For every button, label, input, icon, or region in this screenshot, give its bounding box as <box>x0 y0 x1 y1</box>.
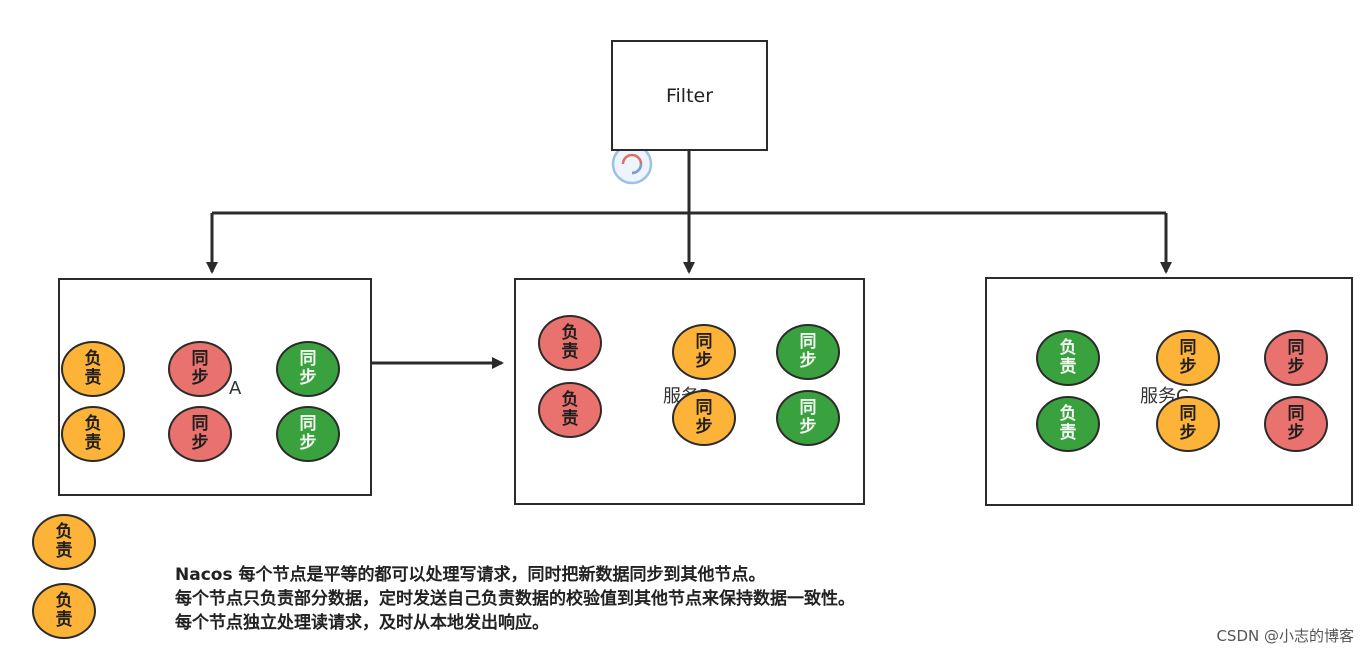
node-text: 同步 <box>191 414 209 453</box>
service-c-node-tongbu-4: 同步 <box>1264 396 1328 452</box>
filter-label: Filter <box>665 84 714 107</box>
service-c-node-tongbu-2: 同步 <box>1264 330 1328 386</box>
service-c-box <box>985 277 1353 506</box>
service-b-node-fuze-2: 负责 <box>538 382 602 438</box>
node-text: 负责 <box>1059 404 1077 443</box>
service-a-label: A <box>229 378 242 399</box>
service-c-node-tongbu-1: 同步 <box>1156 330 1220 386</box>
service-c-node-tongbu-3: 同步 <box>1156 396 1220 452</box>
description-line-1: Nacos 每个节点是平等的都可以处理写请求，同时把新数据同步到其他节点。 <box>175 565 766 585</box>
description-line-2: 每个节点只负责部分数据，定时发送自己负责数据的校验值到其他节点来保持数据一致性。 <box>175 589 855 609</box>
service-a-box <box>58 278 372 496</box>
node-text: 同步 <box>299 414 317 453</box>
description-block: Nacos 每个节点是平等的都可以处理写请求，同时把新数据同步到其他节点。 每个… <box>175 563 855 635</box>
node-text: 负责 <box>84 349 102 388</box>
service-a-node-fuze-1: 负责 <box>61 341 125 397</box>
service-b-box <box>514 278 865 505</box>
filter-node: Filter <box>611 40 768 151</box>
node-text: 同步 <box>799 398 817 437</box>
service-b-node-tongbu-1: 同步 <box>672 324 736 380</box>
node-text: 同步 <box>191 349 209 388</box>
node-text: 同步 <box>299 349 317 388</box>
description-line-3: 每个节点独立处理读请求，及时从本地发出响应。 <box>175 613 549 633</box>
service-b-node-tongbu-2: 同步 <box>776 324 840 380</box>
service-c-node-fuze-2: 负责 <box>1036 396 1100 452</box>
service-b-node-fuze-1: 负责 <box>538 315 602 371</box>
node-text: 同步 <box>1179 338 1197 377</box>
legend-node-2: 负责 <box>32 583 96 639</box>
service-a-node-tongbu-2: 同步 <box>276 341 340 397</box>
service-a-node-tongbu-1: 同步 <box>168 341 232 397</box>
node-text: 同步 <box>1179 404 1197 443</box>
service-a-node-tongbu-4: 同步 <box>276 406 340 462</box>
node-text: 负责 <box>55 591 73 630</box>
node-text: 同步 <box>695 398 713 437</box>
service-b-node-tongbu-3: 同步 <box>672 390 736 446</box>
service-a-node-fuze-2: 负责 <box>61 406 125 462</box>
service-c-node-fuze-1: 负责 <box>1036 330 1100 386</box>
service-b-node-tongbu-4: 同步 <box>776 390 840 446</box>
node-text: 负责 <box>561 323 579 362</box>
service-a-node-tongbu-3: 同步 <box>168 406 232 462</box>
node-text: 负责 <box>561 390 579 429</box>
node-text: 负责 <box>1059 338 1077 377</box>
node-text: 同步 <box>1287 404 1305 443</box>
node-text: 负责 <box>55 522 73 561</box>
node-text: 负责 <box>84 414 102 453</box>
node-text: 同步 <box>799 332 817 371</box>
legend-node-1: 负责 <box>32 514 96 570</box>
node-text: 同步 <box>1287 338 1305 377</box>
watermark-text: CSDN @小志的博客 <box>1216 627 1354 645</box>
node-text: 同步 <box>695 332 713 371</box>
